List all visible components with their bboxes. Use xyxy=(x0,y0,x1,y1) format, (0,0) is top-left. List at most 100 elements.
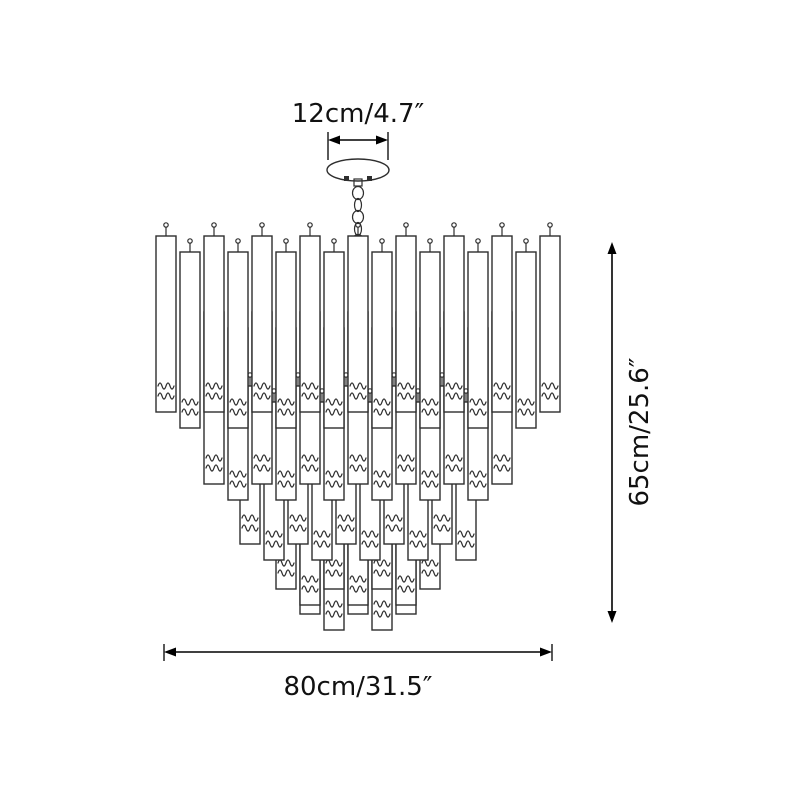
crystal-tube xyxy=(443,222,465,413)
crystal-tube xyxy=(467,238,489,429)
crystal-tube xyxy=(539,222,561,413)
canopy-width-label: 12cm/4.7″ xyxy=(292,99,425,129)
width-dimension: 80cm/31.5″ xyxy=(163,644,553,702)
tube-body xyxy=(539,235,561,413)
tube-wave xyxy=(205,464,223,472)
height-label: 65cm/25.6″ xyxy=(625,357,655,506)
tube-wave xyxy=(229,408,247,416)
tube-wave xyxy=(301,464,319,472)
tube-wave xyxy=(493,392,511,400)
tube-wave xyxy=(373,398,391,406)
tube-body xyxy=(323,251,345,429)
tube-hook xyxy=(475,238,481,244)
crystal-tube xyxy=(515,238,537,429)
tube-wave xyxy=(289,524,307,532)
tube-wave xyxy=(457,530,475,538)
tube-wave xyxy=(337,514,355,522)
height-dimension: 65cm/25.6″ xyxy=(607,242,655,623)
arrowhead-right-icon xyxy=(376,135,388,145)
tube-body xyxy=(227,251,249,429)
tube-wave xyxy=(157,392,175,400)
tube-wave xyxy=(277,398,295,406)
tube-wave xyxy=(325,610,343,618)
tube-body xyxy=(395,235,417,413)
tube-wave xyxy=(301,585,319,593)
tube-wave xyxy=(181,408,199,416)
arrowhead-right-icon xyxy=(540,647,552,657)
tube-wave xyxy=(361,540,379,548)
tube-hook xyxy=(163,222,169,228)
crystal-tube xyxy=(395,222,417,413)
tube-wave xyxy=(265,540,283,548)
tube-wave xyxy=(421,408,439,416)
crystal-tube xyxy=(275,238,297,429)
tube-wave xyxy=(205,454,223,462)
tube-wave xyxy=(181,398,199,406)
tube-hook xyxy=(403,222,409,228)
tube-wave xyxy=(373,610,391,618)
tube-wave xyxy=(373,600,391,608)
tube-wave xyxy=(265,530,283,538)
chandelier-body xyxy=(155,222,561,631)
canopy-screw-left xyxy=(344,176,349,181)
tube-wave xyxy=(313,530,331,538)
tube-hook xyxy=(331,238,337,244)
tube-wave xyxy=(397,392,415,400)
tube-wave xyxy=(349,464,367,472)
tube-wave xyxy=(385,514,403,522)
tube-wave xyxy=(445,382,463,390)
canopy-screw-right xyxy=(367,176,372,181)
tube-wave xyxy=(397,382,415,390)
chain-link xyxy=(353,197,363,213)
tube-wave xyxy=(325,480,343,488)
tube-wave xyxy=(445,392,463,400)
tube-body xyxy=(299,235,321,413)
tube-wave xyxy=(433,524,451,532)
tube-body xyxy=(371,251,393,429)
tube-body xyxy=(155,235,177,413)
tube-hook xyxy=(451,222,457,228)
tube-wave xyxy=(397,454,415,462)
crystal-tube xyxy=(491,222,513,413)
tube-wave xyxy=(385,524,403,532)
tube-wave xyxy=(253,382,271,390)
crystal-tube xyxy=(155,222,177,413)
tube-wave xyxy=(445,464,463,472)
tube-wave xyxy=(253,392,271,400)
tube-hook xyxy=(235,238,241,244)
tube-hook xyxy=(379,238,385,244)
tube-wave xyxy=(541,392,559,400)
tube-wave xyxy=(325,408,343,416)
arrowhead-top-icon xyxy=(607,242,617,254)
tube-wave xyxy=(205,392,223,400)
crystal-tube xyxy=(347,222,369,413)
tube-wave xyxy=(253,454,271,462)
tube-body xyxy=(467,251,489,429)
crystal-tube xyxy=(299,222,321,413)
tube-wave xyxy=(421,398,439,406)
tube-wave xyxy=(325,569,343,577)
crystal-tube xyxy=(227,238,249,429)
crystal-tube xyxy=(179,238,201,429)
tube-wave xyxy=(397,575,415,583)
tube-wave xyxy=(469,398,487,406)
tube-body xyxy=(347,235,369,413)
tube-wave xyxy=(325,398,343,406)
tube-body xyxy=(251,235,273,413)
tube-hook xyxy=(355,222,361,228)
tube-hook xyxy=(547,222,553,228)
tube-wave xyxy=(301,575,319,583)
tube-wave xyxy=(349,392,367,400)
tube-wave xyxy=(289,514,307,522)
tube-wave xyxy=(325,600,343,608)
crystal-tube xyxy=(323,238,345,429)
tube-wave xyxy=(277,408,295,416)
tube-wave xyxy=(493,382,511,390)
tube-wave xyxy=(277,470,295,478)
tube-wave xyxy=(469,408,487,416)
tube-body xyxy=(203,235,225,413)
crystal-tube xyxy=(203,222,225,413)
tube-wave xyxy=(361,530,379,538)
tube-wave xyxy=(517,398,535,406)
